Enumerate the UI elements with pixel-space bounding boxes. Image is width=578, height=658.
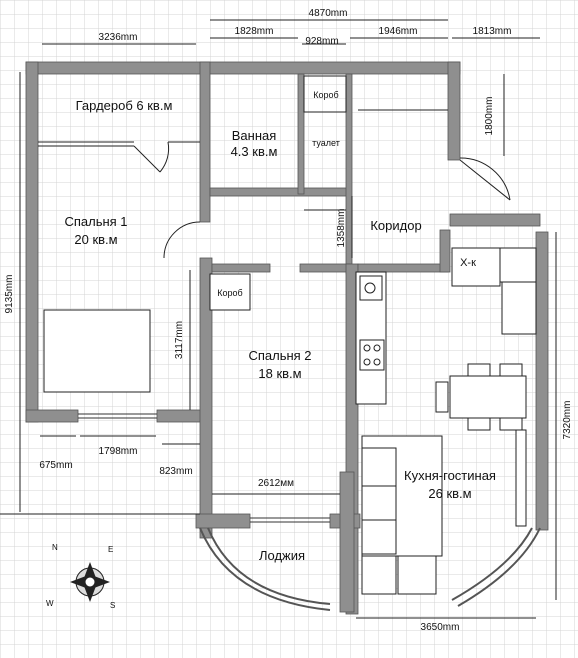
label-box-top: Короб xyxy=(313,90,338,100)
dim-2612: 2612мм xyxy=(258,478,294,489)
windows xyxy=(78,413,330,523)
wall-bedroom2-top-a xyxy=(211,263,271,273)
stove xyxy=(359,339,385,371)
wall-bedroom1-right-top xyxy=(199,61,211,223)
compass-n: N xyxy=(52,543,58,552)
wall-corridor-right xyxy=(439,229,451,273)
wall-bath-toilet xyxy=(297,73,305,195)
chair-top-a xyxy=(467,363,491,377)
label-box-bedroom: Короб xyxy=(217,288,242,298)
wall-loggia-divider xyxy=(339,471,355,613)
sofa-cushion xyxy=(361,447,397,487)
wall-kitchen-top xyxy=(357,263,449,273)
dining-table xyxy=(449,375,527,419)
room-wardrobe: Гардероб 6 кв.м xyxy=(76,98,173,113)
label-toilet: туалет xyxy=(312,138,340,148)
room-bedroom2-name: Спальня 2 xyxy=(248,348,311,363)
room-corridor: Коридор xyxy=(370,218,421,233)
room-bedroom2-area: 18 кв.м xyxy=(258,366,301,381)
wall-bedroom2-top-b xyxy=(299,263,351,273)
compass-icon xyxy=(70,562,110,602)
room-bathroom-area: 4.3 кв.м xyxy=(231,144,278,159)
dim-1358: 1358mm xyxy=(336,209,347,248)
fridge xyxy=(451,247,501,287)
wall-top xyxy=(25,61,461,75)
dim-9135: 9135mm xyxy=(4,275,15,314)
doors xyxy=(133,141,511,259)
room-bedroom1-area: 20 кв.м xyxy=(74,232,117,247)
wall-loggia-left xyxy=(195,513,251,529)
dim-1946: 1946mm xyxy=(379,26,418,37)
dim-3650: 3650mm xyxy=(421,622,460,633)
dim-1798: 1798mm xyxy=(99,446,138,457)
label-fridge: Х-к xyxy=(460,257,476,269)
wall-bath-bottom xyxy=(209,187,351,197)
compass-s: S xyxy=(110,601,115,610)
wall-right-top xyxy=(447,61,461,161)
dim-675: 675mm xyxy=(39,460,72,471)
wall-bedroom2-left xyxy=(199,257,213,539)
dim-3236: 3236mm xyxy=(99,32,138,43)
room-outlines xyxy=(38,75,448,211)
dim-1813: 1813mm xyxy=(473,26,512,37)
room-bedroom1-name: Спальня 1 xyxy=(64,214,127,229)
dim-1800: 1800mm xyxy=(484,97,495,136)
chair-top-b xyxy=(499,363,523,377)
dimension-lines xyxy=(0,19,557,619)
chair-bottom-b xyxy=(499,417,523,431)
room-kitchen-name: Кухня-гостиная xyxy=(404,468,496,483)
bedroom-box xyxy=(209,273,251,311)
kitchen-cabinet-2 xyxy=(501,281,537,335)
dim-3117: 3117mm xyxy=(174,321,185,359)
room-kitchen-area: 26 кв.м xyxy=(428,486,471,501)
walls xyxy=(25,61,549,615)
dim-4870: 4870mm xyxy=(309,8,348,19)
wall-kitchen-right xyxy=(535,231,549,531)
chair-bottom-a xyxy=(467,417,491,431)
wall-bottom-left-b xyxy=(156,409,208,423)
compass-w: W xyxy=(46,599,54,608)
wall-kitchen-ledge xyxy=(449,213,541,227)
chair-left xyxy=(435,381,449,413)
room-bathroom-name: Ванная xyxy=(232,128,277,143)
kitchen-cabinet xyxy=(499,247,537,283)
compass-e: E xyxy=(108,545,113,554)
furniture xyxy=(43,247,537,595)
dim-1828: 1828mm xyxy=(235,26,274,37)
loggia-curve xyxy=(199,527,541,611)
dim-7320: 7320mm xyxy=(562,401,573,440)
room-loggia: Лоджия xyxy=(259,548,305,563)
bed xyxy=(43,309,151,393)
dim-928: 928mm xyxy=(305,36,338,47)
wall-bottom-left-a xyxy=(25,409,79,423)
tv-stand xyxy=(515,429,527,527)
wall-left-outer xyxy=(25,61,39,423)
dim-823: 823mm xyxy=(159,466,192,477)
